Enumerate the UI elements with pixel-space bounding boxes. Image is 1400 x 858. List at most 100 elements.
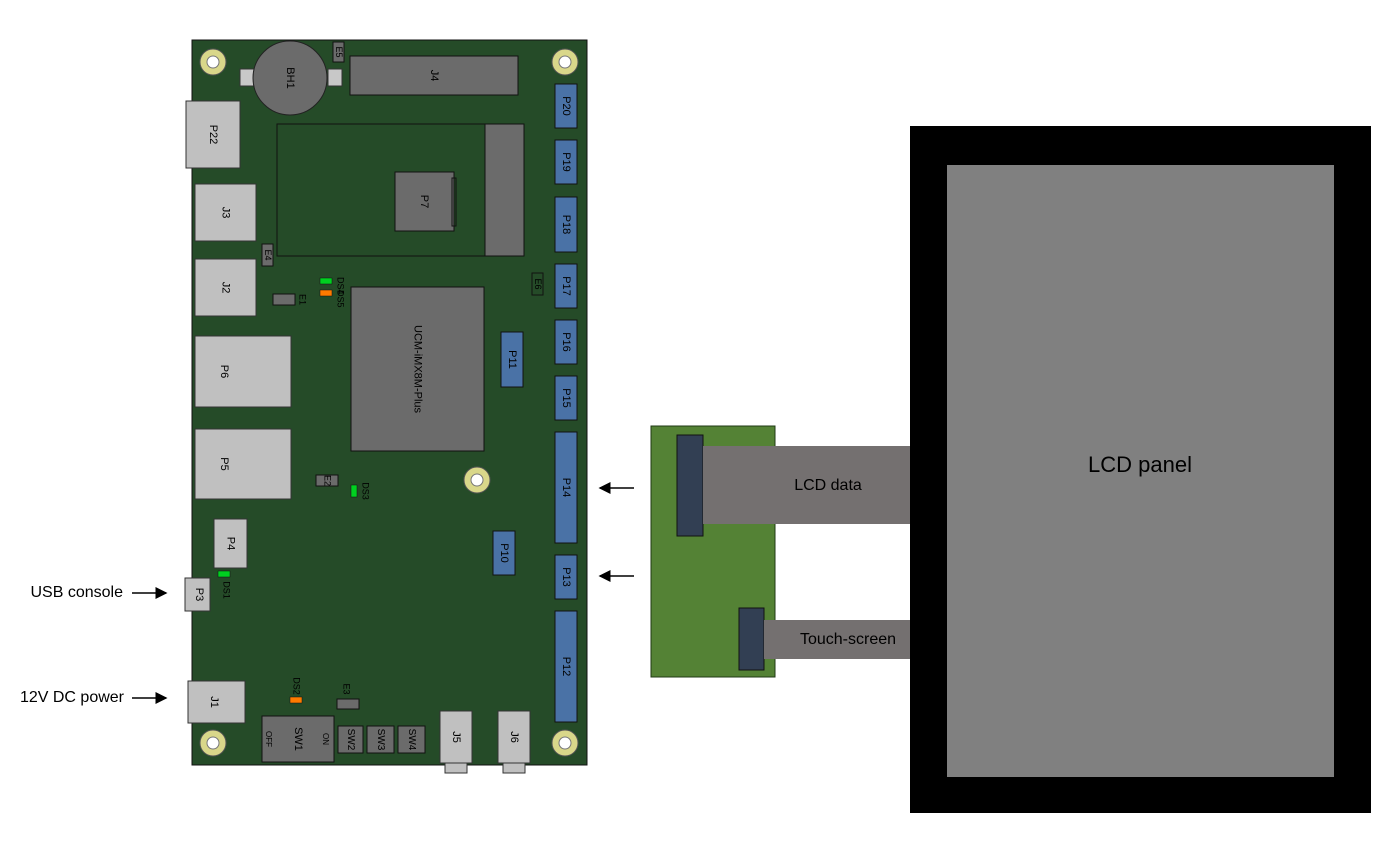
p4-label: P4 [225, 537, 237, 550]
led-ds1: DS1 [217, 570, 232, 599]
mounting-hole [551, 729, 579, 757]
component-e3: E3 [336, 683, 360, 710]
lcd-data-label: LCD data [794, 477, 862, 494]
p10-label: P10 [498, 543, 510, 563]
p20-label: P20 [560, 96, 572, 116]
touch-screen-cable: Touch-screen [764, 620, 911, 659]
header-p12: P12 [554, 610, 578, 723]
j3-label: J3 [220, 207, 232, 219]
j6-label: J6 [508, 731, 520, 743]
touch-fpc-connector [738, 607, 765, 671]
ds1-label: DS1 [222, 581, 232, 599]
p3-label: P3 [193, 588, 205, 601]
sw4-label: SW4 [406, 729, 417, 751]
p22-label: P22 [207, 125, 219, 145]
connector-j3: J3 [194, 183, 257, 242]
header-p18: P18 [554, 196, 578, 253]
p5-label: P5 [218, 457, 230, 470]
bh1-label: BH1 [284, 67, 296, 88]
switch-sw4: SW4 [397, 725, 426, 754]
header-p13: P13 [554, 554, 578, 600]
touch-screen-label: Touch-screen [800, 631, 896, 648]
led-ds5: DS5 [319, 289, 346, 308]
sw1-off-label: OFF [264, 731, 273, 747]
e3-label: E3 [342, 683, 352, 694]
led-ds4: DS4 [319, 277, 346, 295]
sw1-on-label: ON [321, 733, 330, 745]
connector-p3: P3 [184, 577, 211, 612]
som-module: UCM-iMX8M-Plus [350, 286, 485, 452]
switch-sw1: SW1 ON OFF [261, 715, 335, 763]
p17-label: P17 [560, 276, 572, 296]
dc-power-callout: 12V DC power [20, 689, 168, 706]
header-p20: P20 [554, 83, 578, 129]
p18-label: P18 [560, 215, 572, 235]
ds4-label: DS4 [336, 277, 346, 295]
header-p17: P17 [554, 263, 578, 309]
component-e2: E2 [315, 474, 339, 487]
mounting-hole [551, 48, 579, 76]
usb-console-callout: USB console [31, 584, 168, 601]
header-p11: P11 [500, 331, 524, 388]
p19-label: P19 [560, 152, 572, 172]
sw2-label: SW2 [345, 729, 356, 751]
j4-label: J4 [428, 70, 440, 82]
component-e5: E5 [332, 41, 345, 63]
header-p15: P15 [554, 375, 578, 421]
sw1-label: SW1 [292, 727, 304, 751]
p12-label: P12 [560, 657, 572, 677]
connector-j1: J1 [187, 680, 246, 724]
j5-label: J5 [450, 731, 462, 743]
switch-sw3: SW3 [366, 725, 395, 754]
lcd-screen [947, 165, 1334, 777]
lcd-fpc-connector [676, 434, 704, 537]
header-p19: P19 [554, 139, 578, 185]
ds3-label: DS3 [361, 482, 371, 500]
switch-sw2: SW2 [337, 725, 364, 754]
connector-j2: J2 [194, 258, 257, 317]
lcd-panel: LCD panel [910, 126, 1371, 813]
card-socket-area [276, 123, 525, 257]
p7-label: P7 [418, 195, 430, 208]
connector-j4: J4 [349, 55, 519, 96]
ds2-label: DS2 [292, 677, 302, 695]
connector-p6: P6 [194, 335, 292, 408]
mounting-hole [199, 729, 227, 757]
connector-j5: J5 [439, 710, 473, 774]
connector-p4: P4 [213, 518, 248, 569]
component-e1: E1 [272, 293, 308, 306]
led-ds3: DS3 [350, 482, 371, 500]
j2-label: J2 [220, 282, 232, 294]
som-label: UCM-iMX8M-Plus [412, 325, 424, 414]
p16-label: P16 [560, 332, 572, 352]
p14-label: P14 [560, 478, 572, 498]
sw3-label: SW3 [375, 729, 386, 751]
e2-label: E2 [323, 475, 333, 486]
connector-j6: J6 [497, 710, 531, 774]
connector-p7: P7 [394, 171, 457, 232]
e6-label: E6 [533, 278, 543, 289]
p6-label: P6 [218, 365, 230, 378]
led-ds2: DS2 [289, 677, 303, 704]
carrier-board: BH1 E5 J4 P22 J3 P7 [184, 39, 588, 774]
p11-label: P11 [506, 350, 518, 369]
j1-label: J1 [208, 696, 220, 708]
e4-label: E4 [263, 249, 273, 260]
battery-holder-bh1: BH1 [239, 40, 343, 116]
lcd-panel-label: LCD panel [1088, 452, 1192, 477]
e5-label: E5 [334, 46, 344, 57]
header-p14: P14 [554, 431, 578, 544]
connector-p5: P5 [194, 428, 292, 500]
mounting-hole [199, 48, 227, 76]
header-p16: P16 [554, 319, 578, 365]
component-e4: E4 [261, 243, 274, 267]
dc-power-label: 12V DC power [20, 689, 125, 706]
connector-p22: P22 [185, 100, 241, 169]
p13-label: P13 [560, 567, 572, 587]
usb-console-label: USB console [31, 584, 124, 601]
lcd-data-cable: LCD data [703, 446, 911, 524]
mounting-hole [463, 466, 491, 494]
p15-label: P15 [560, 388, 572, 408]
e1-label: E1 [298, 294, 308, 305]
